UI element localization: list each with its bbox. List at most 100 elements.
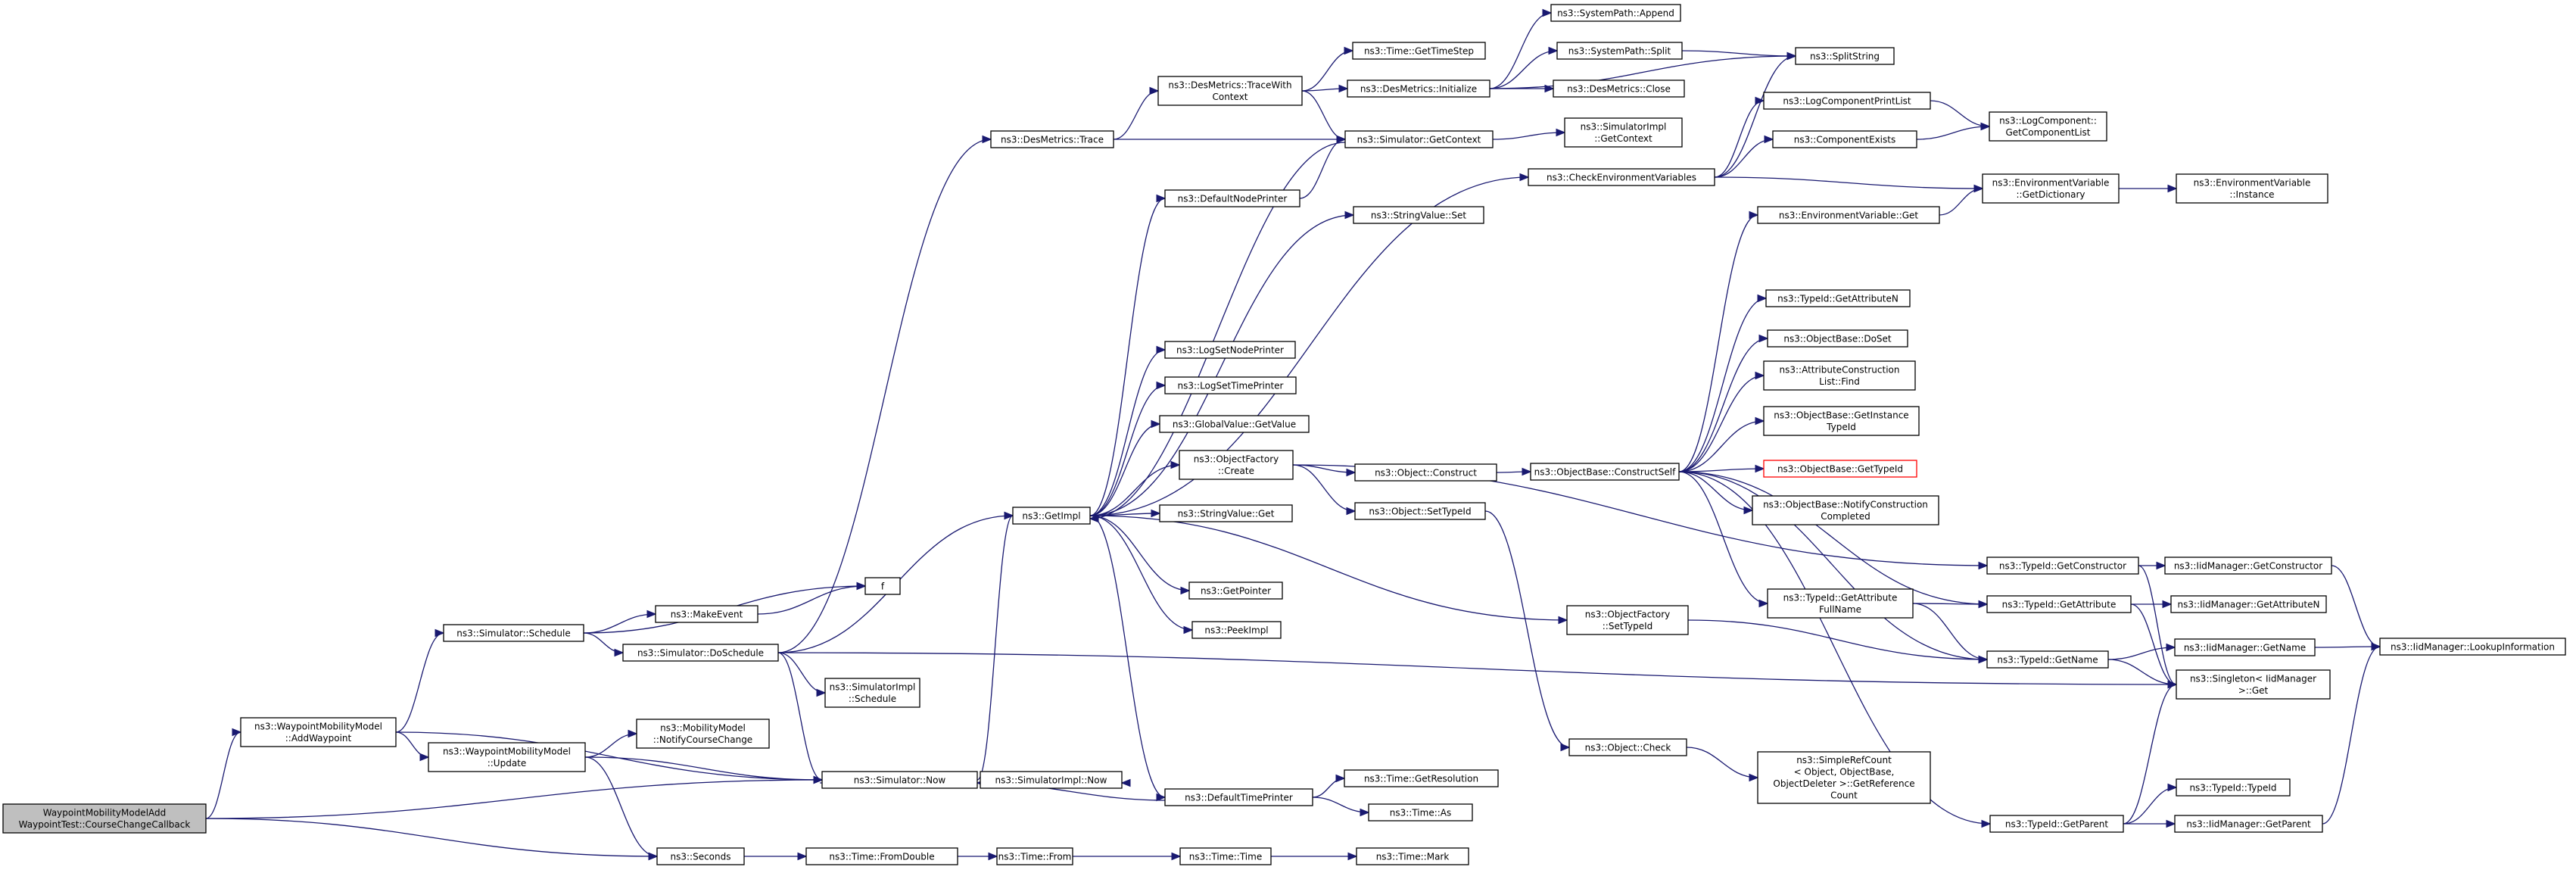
node-box[interactable]: [1188, 581, 1283, 600]
node-box[interactable]: [1179, 450, 1294, 480]
node-box[interactable]: [2174, 815, 2323, 833]
node-box[interactable]: [2176, 173, 2328, 204]
node-box[interactable]: [622, 644, 779, 662]
node-desminit[interactable]: ns3::DesMetrics::Initialize: [1347, 80, 1490, 98]
node-box[interactable]: [2174, 638, 2316, 656]
node-simimplnow[interactable]: ns3::SimulatorImpl::Now: [980, 771, 1123, 789]
node-box[interactable]: [996, 847, 1073, 865]
node-splitstring[interactable]: ns3::SplitString: [1795, 47, 1895, 65]
node-simimplsched[interactable]: ns3::SimulatorImpl::Schedule: [824, 678, 920, 708]
node-box[interactable]: [655, 605, 758, 623]
node-envgetdict[interactable]: ns3::EnvironmentVariable::GetDictionary: [1982, 173, 2120, 204]
node-gettimestep[interactable]: ns3::Time::GetTimeStep: [1352, 42, 1486, 60]
node-logsettime[interactable]: ns3::LogSetTimePrinter: [1164, 376, 1297, 394]
node-singleton[interactable]: ns3::Singleton< IidManager>::Get: [2176, 669, 2331, 700]
node-box[interactable]: [1556, 42, 1683, 60]
node-box[interactable]: [1164, 376, 1297, 394]
node-box[interactable]: [1767, 588, 1914, 619]
node-iidgetattrn[interactable]: ns3::IidManager::GetAttributeN: [2170, 595, 2327, 613]
node-box[interactable]: [1368, 803, 1473, 822]
node-box[interactable]: [1353, 206, 1484, 224]
node-box[interactable]: [2176, 778, 2291, 797]
node-objsettypeid[interactable]: ns3::Object::SetTypeId: [1354, 502, 1486, 520]
node-makeevent[interactable]: ns3::MakeEvent: [655, 605, 758, 623]
node-box[interactable]: [2, 803, 207, 834]
node-box[interactable]: [443, 624, 584, 642]
node-box[interactable]: [2379, 638, 2566, 656]
node-getpointer[interactable]: ns3::GetPointer: [1188, 581, 1283, 600]
node-box[interactable]: [1191, 621, 1282, 639]
node-iidgetname[interactable]: ns3::IidManager::GetName: [2174, 638, 2316, 656]
node-root[interactable]: WaypointMobilityModelAddWaypointTest::Co…: [2, 803, 207, 834]
node-box[interactable]: [1986, 595, 2132, 613]
node-append[interactable]: ns3::SystemPath::Append: [1550, 4, 1681, 22]
node-seconds[interactable]: ns3::Seconds: [656, 847, 745, 865]
node-doset[interactable]: ns3::ObjectBase::DoSet: [1767, 329, 1908, 348]
node-constructself[interactable]: ns3::ObjectBase::ConstructSelf: [1530, 463, 1680, 481]
node-box[interactable]: [1550, 4, 1681, 22]
node-box[interactable]: [2170, 595, 2327, 613]
node-schedule[interactable]: ns3::Simulator::Schedule: [443, 624, 584, 642]
node-strvalset[interactable]: ns3::StringValue::Set: [1353, 206, 1484, 224]
node-split[interactable]: ns3::SystemPath::Split: [1556, 42, 1683, 60]
node-box[interactable]: [1352, 42, 1486, 60]
node-box[interactable]: [428, 742, 586, 772]
node-box[interactable]: [1757, 206, 1940, 224]
node-getparent[interactable]: ns3::TypeId::GetParent: [1989, 815, 2124, 833]
node-box[interactable]: [1767, 329, 1908, 348]
node-iidgetctor[interactable]: ns3::IidManager::GetConstructor: [2164, 557, 2332, 575]
node-desmtrace[interactable]: ns3::DesMetrics::Trace: [990, 130, 1114, 148]
node-box[interactable]: [1982, 173, 2120, 204]
node-gettypeid[interactable]: ns3::ObjectBase::GetTypeId: [1763, 460, 1917, 478]
node-timeas[interactable]: ns3::Time::As: [1368, 803, 1473, 822]
node-box[interactable]: [1344, 130, 1494, 148]
node-simgetctx[interactable]: ns3::Simulator::GetContext: [1344, 130, 1494, 148]
node-checkenv[interactable]: ns3::CheckEnvironmentVariables: [1528, 168, 1715, 186]
node-box[interactable]: [1157, 76, 1303, 106]
node-box[interactable]: [1012, 507, 1091, 525]
node-box[interactable]: [1159, 415, 1310, 433]
node-strvalget[interactable]: ns3::StringValue::Get: [1159, 504, 1293, 522]
node-objconstruct[interactable]: ns3::Object::Construct: [1354, 463, 1497, 482]
node-box[interactable]: [1765, 289, 1911, 307]
node-box[interactable]: [824, 678, 920, 708]
node-timetime[interactable]: ns3::Time::Time: [1179, 847, 1272, 865]
node-logcompget[interactable]: ns3::LogComponent::GetComponentList: [1989, 111, 2107, 142]
node-getattribute[interactable]: ns3::TypeId::GetAttribute: [1986, 595, 2132, 613]
node-envget[interactable]: ns3::EnvironmentVariable::Get: [1757, 206, 1940, 224]
node-deftimeprinter[interactable]: ns3::DefaultTimePrinter: [1164, 788, 1313, 806]
node-box[interactable]: [1763, 406, 1920, 436]
node-desmclose[interactable]: ns3::DesMetrics::Close: [1553, 80, 1685, 98]
node-box[interactable]: [1772, 130, 1917, 148]
node-box[interactable]: [1354, 463, 1497, 482]
node-box[interactable]: [1164, 341, 1296, 359]
node-doschedule[interactable]: ns3::Simulator::DoSchedule: [622, 644, 779, 662]
node-getconstructor[interactable]: ns3::TypeId::GetConstructor: [1986, 557, 2139, 575]
node-lookup[interactable]: ns3::IidManager::LookupInformation: [2379, 638, 2566, 656]
node-box[interactable]: [2164, 557, 2332, 575]
node-envinstance[interactable]: ns3::EnvironmentVariable::Instance: [2176, 173, 2328, 204]
node-box[interactable]: [1763, 92, 1931, 110]
node-from[interactable]: ns3::Time::From: [996, 847, 1073, 865]
node-box[interactable]: [1528, 168, 1715, 186]
node-box[interactable]: [240, 717, 397, 747]
node-defnodeprinter[interactable]: ns3::DefaultNodePrinter: [1164, 189, 1300, 207]
node-box[interactable]: [1763, 360, 1916, 391]
node-notify[interactable]: ns3::MobilityModel::NotifyCourseChange: [636, 719, 770, 749]
node-box[interactable]: [990, 130, 1114, 148]
node-box[interactable]: [2176, 669, 2331, 700]
node-box[interactable]: [1344, 769, 1499, 787]
node-getimpl[interactable]: ns3::GetImpl: [1012, 507, 1091, 525]
node-iidgetparent[interactable]: ns3::IidManager::GetParent: [2174, 815, 2323, 833]
node-box[interactable]: [1989, 111, 2107, 142]
node-objfactsettid[interactable]: ns3::ObjectFactory::SetTypeId: [1566, 605, 1689, 635]
node-wpupdate[interactable]: ns3::WaypointMobilityModel::Update: [428, 742, 586, 772]
node-box[interactable]: [821, 771, 978, 789]
node-box[interactable]: [864, 577, 901, 595]
node-mark[interactable]: ns3::Time::Mark: [1356, 847, 1469, 865]
node-box[interactable]: [1752, 495, 1939, 525]
node-box[interactable]: [1989, 815, 2124, 833]
node-box[interactable]: [1568, 738, 1687, 756]
